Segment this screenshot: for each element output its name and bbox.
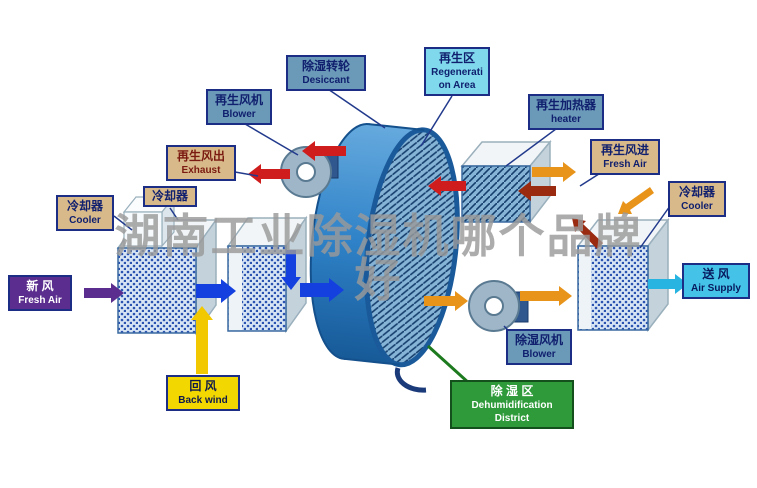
exhaust-label: 再生风出 Exhaust: [166, 145, 236, 181]
arrow-regen-intake-slant: [618, 187, 654, 214]
regen-heater-label-zh: 再生加热器: [535, 98, 596, 112]
dehumid-district-label-en2: District: [494, 413, 530, 424]
cooler-left-label-zh: 冷却器: [66, 199, 103, 213]
dehumid-blower-label-zh: 除湿风机: [514, 333, 563, 347]
air-supply-label-zh: 送 风: [702, 267, 730, 281]
dehumid-district-label: 除 湿 区 Dehumidification District: [450, 380, 574, 429]
desiccant-wheel: [309, 123, 460, 368]
desiccant-label-zh: 除湿转轮: [301, 59, 350, 73]
arrow-process-down: [281, 250, 301, 290]
fresh-air-label-en: Fresh Air: [18, 295, 62, 306]
air-supply-label: 送 风 Air Supply: [682, 263, 750, 299]
arrow-regen-exhaust-1: [302, 141, 346, 161]
process-unit-left-2: [226, 215, 308, 334]
fresh-air-label-zh: 新 风: [26, 279, 54, 293]
arrow-box-to-wheel-slant: [572, 218, 603, 249]
arrow-regen-exhaust-2: [248, 164, 290, 184]
cooler-small-label: 冷却器: [143, 186, 197, 207]
dehumid-blower-label-en: Blower: [522, 349, 556, 360]
dehumid-blower-label: 除湿风机 Blower: [506, 329, 572, 365]
back-wind-label: 回 风 Back wind: [166, 375, 240, 411]
arrow-dehumid-out-1: [424, 291, 468, 311]
regeneration-area-label-zh: 再生区: [438, 51, 475, 65]
regeneration-area-label: 再生区 Regeneration Area: [424, 47, 490, 96]
regen-fresh-air-label-en: Fresh Air: [603, 159, 647, 170]
regen-fresh-air-label-zh: 再生风进: [600, 143, 649, 157]
desiccant-label-en: Desiccant: [302, 75, 350, 86]
arrow-process-1: [196, 279, 236, 303]
arrow-regen-into-wheel: [428, 176, 466, 196]
arrow-dehumid-out-2: [520, 286, 572, 306]
dehumid-district-connector: [426, 344, 472, 386]
arrow-air-supply: [648, 274, 688, 294]
exhaust-label-zh: 再生风出: [176, 149, 225, 163]
cooler-left-label: 冷却器 Cooler: [56, 195, 114, 231]
back-wind-label-en: Back wind: [178, 395, 228, 406]
wheel-bottom-segment: [394, 367, 427, 393]
regen-blower-label-en: Blower: [222, 109, 256, 120]
cooler-left-label-en: Cooler: [69, 215, 101, 226]
regeneration-area-label-en: Regeneration Area: [431, 67, 483, 91]
cooler-right-label-en: Cooler: [681, 201, 713, 212]
exhaust-label-en: Exhaust: [181, 165, 221, 176]
arrow-heater-to-box: [518, 181, 556, 201]
arrow-process-2: [300, 278, 344, 302]
air-supply-label-en: Air Supply: [690, 283, 741, 294]
arrow-return-air-up: [191, 306, 213, 374]
regen-blower-label-zh: 再生风机: [214, 93, 263, 107]
dehumid-blower-fan: [468, 280, 529, 332]
dehumid-district-label-zh: 除 湿 区: [490, 384, 534, 398]
back-wind-label-zh: 回 风: [189, 379, 217, 393]
cooler-right-label-zh: 冷却器: [678, 185, 715, 199]
regen-blower-label: 再生风机 Blower: [206, 89, 272, 125]
dehumid-district-label-en1: Dehumidification: [471, 400, 553, 411]
regen-heater-label: 再生加热器 heater: [528, 94, 604, 130]
cooler-small-label-zh: 冷却器: [151, 189, 188, 203]
desiccant-label: 除湿转轮 Desiccant: [286, 55, 366, 91]
heater-box: [460, 139, 552, 225]
cooler-right-label: 冷却器 Cooler: [668, 181, 726, 217]
fresh-air-label: 新 风 Fresh Air: [8, 275, 72, 311]
regen-blower-fan: [280, 146, 339, 198]
regen-heater-label-en: heater: [550, 114, 581, 125]
arrow-fresh-air-in: [84, 283, 124, 303]
regen-fresh-air-label: 再生风进 Fresh Air: [590, 139, 660, 175]
arrow-regen-intake-1: [532, 162, 576, 182]
